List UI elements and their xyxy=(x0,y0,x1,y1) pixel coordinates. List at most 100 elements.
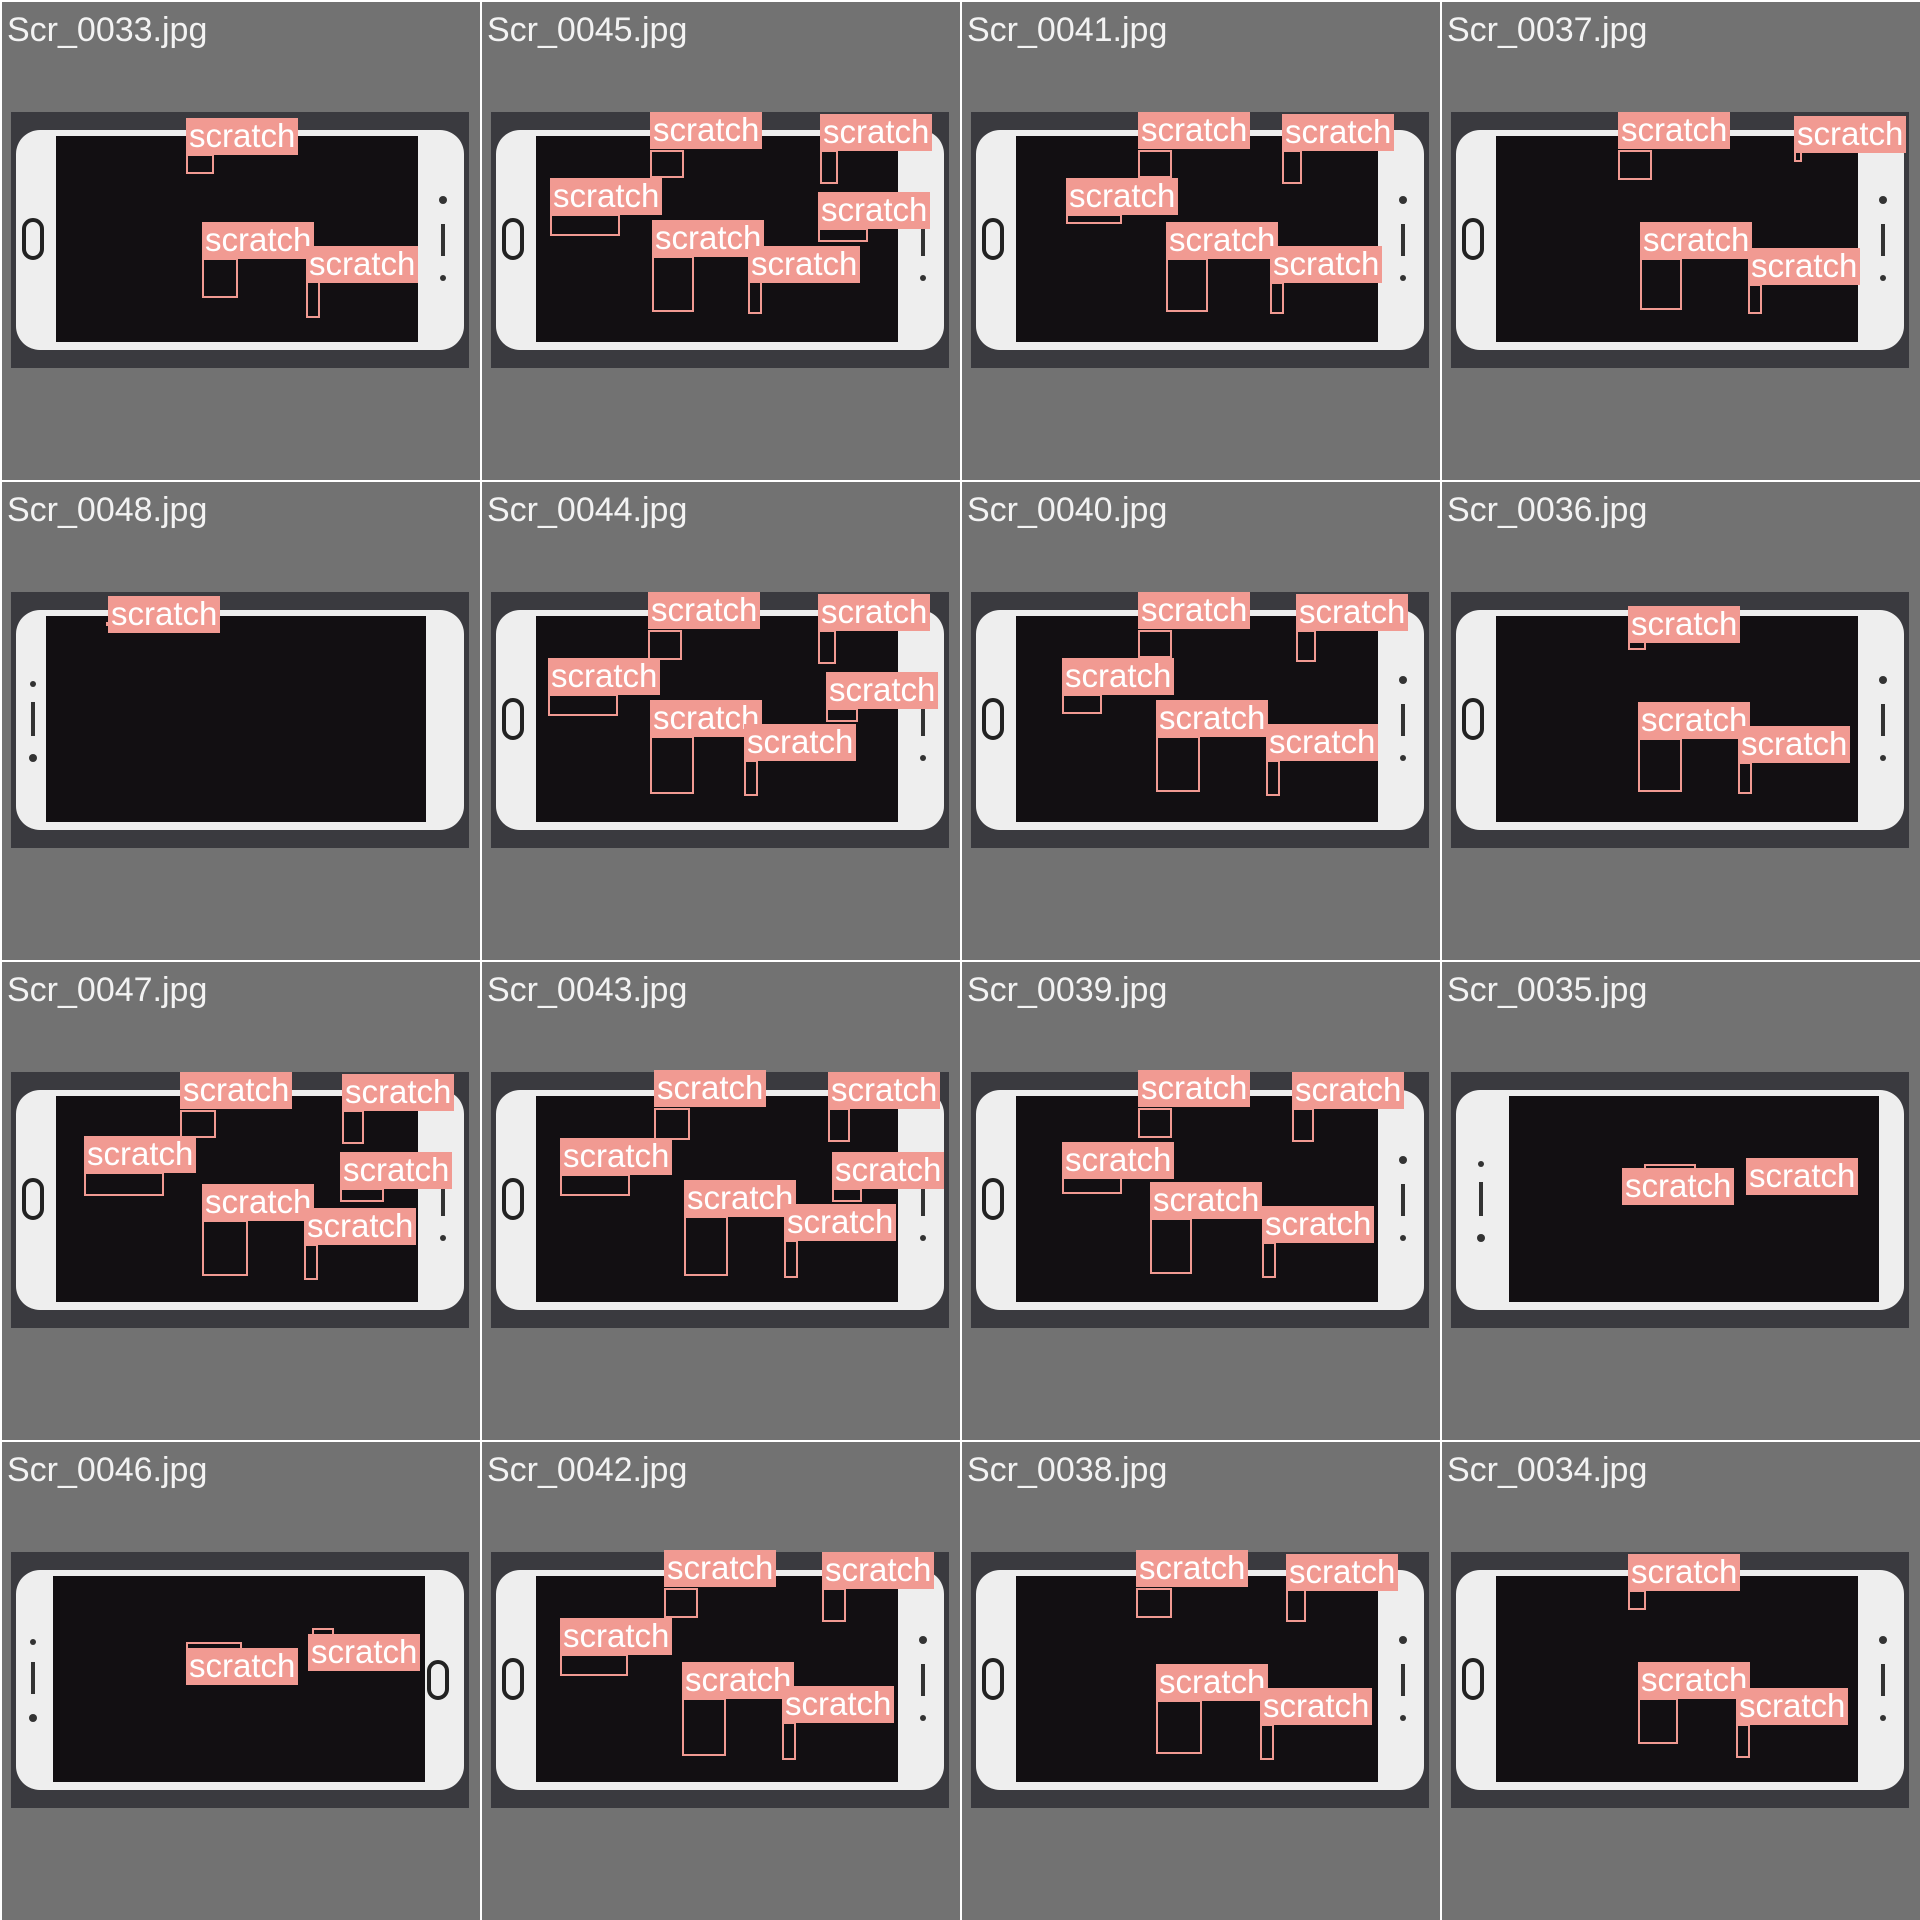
scratch-bounding-box xyxy=(1150,1218,1192,1274)
scratch-label: scratch xyxy=(664,1550,777,1587)
phone-photo xyxy=(1451,1072,1909,1328)
scratch-bounding-box xyxy=(1292,1108,1314,1142)
sensor-dot-icon xyxy=(440,275,446,281)
scratch-bounding-box xyxy=(550,214,620,236)
scratch-label: scratch xyxy=(1066,178,1179,215)
sensor-dot-icon xyxy=(920,1235,926,1241)
image-filename: Scr_0042.jpg xyxy=(487,1451,688,1489)
scratch-bounding-box xyxy=(820,150,838,184)
scratch-bounding-box xyxy=(1738,762,1752,794)
scratch-bounding-box xyxy=(782,1722,796,1760)
scratch-label: scratch xyxy=(548,658,661,695)
image-filename: Scr_0039.jpg xyxy=(967,971,1168,1009)
scratch-bounding-box xyxy=(650,736,694,794)
scratch-label: scratch xyxy=(1136,1550,1249,1587)
scratch-label: scratch xyxy=(1156,700,1269,737)
speaker-slot-icon xyxy=(1479,1182,1483,1216)
camera-dot-icon xyxy=(439,196,447,204)
scratch-label: scratch xyxy=(1262,1206,1375,1243)
phone-screen xyxy=(46,616,426,822)
sensor-dot-icon xyxy=(440,1235,446,1241)
scratch-bounding-box xyxy=(1136,1588,1172,1618)
scratch-bounding-box xyxy=(1262,1242,1276,1278)
scratch-bounding-box xyxy=(748,280,762,314)
camera-dot-icon xyxy=(1399,196,1407,204)
scratch-bounding-box xyxy=(1260,1724,1274,1760)
scratch-label: scratch xyxy=(1794,116,1907,153)
scratch-bounding-box xyxy=(744,760,758,796)
speaker-slot-icon xyxy=(1401,1184,1405,1216)
home-button-icon xyxy=(982,698,1004,740)
speaker-slot-icon xyxy=(1881,224,1885,256)
scratch-bounding-box xyxy=(826,708,858,722)
scratch-bounding-box xyxy=(1638,738,1682,792)
scratch-label: scratch xyxy=(84,1136,197,1173)
scratch-label: scratch xyxy=(1166,222,1279,259)
scratch-label: scratch xyxy=(1628,606,1741,643)
speaker-slot-icon xyxy=(921,224,925,256)
scratch-bounding-box xyxy=(652,256,694,312)
speaker-slot-icon xyxy=(921,704,925,736)
scratch-label: scratch xyxy=(1266,724,1379,761)
speaker-slot-icon xyxy=(921,1664,925,1696)
sensor-dot-icon xyxy=(1478,1161,1484,1167)
camera-dot-icon xyxy=(1477,1234,1485,1242)
scratch-label: scratch xyxy=(684,1180,797,1217)
scratch-label: scratch xyxy=(648,592,761,629)
scratch-bounding-box xyxy=(1138,150,1172,178)
home-button-icon xyxy=(502,698,524,740)
scratch-bounding-box xyxy=(1156,1700,1202,1754)
scratch-bounding-box xyxy=(1618,150,1652,180)
scratch-bounding-box xyxy=(1748,284,1762,314)
scratch-bounding-box xyxy=(202,258,238,298)
speaker-slot-icon xyxy=(31,702,35,736)
home-button-icon xyxy=(22,1178,44,1220)
phone-photo xyxy=(1451,112,1909,368)
scratch-label: scratch xyxy=(1618,112,1731,149)
speaker-slot-icon xyxy=(1401,1664,1405,1696)
home-button-icon xyxy=(1462,1658,1484,1700)
camera-dot-icon xyxy=(1879,1636,1887,1644)
image-filename: Scr_0045.jpg xyxy=(487,11,688,49)
speaker-slot-icon xyxy=(1881,1664,1885,1696)
scratch-label: scratch xyxy=(818,192,931,229)
scratch-label: scratch xyxy=(1748,248,1861,285)
sensor-dot-icon xyxy=(1880,755,1886,761)
scratch-bounding-box xyxy=(832,1188,862,1202)
home-button-icon xyxy=(22,218,44,260)
home-button-icon xyxy=(502,218,524,260)
scratch-label: scratch xyxy=(1746,1158,1859,1195)
sensor-dot-icon xyxy=(1400,755,1406,761)
scratch-bounding-box xyxy=(784,1240,798,1278)
scratch-label: scratch xyxy=(652,220,765,257)
scratch-label: scratch xyxy=(1638,1662,1751,1699)
speaker-slot-icon xyxy=(31,1662,35,1694)
scratch-bounding-box xyxy=(1062,694,1102,714)
camera-dot-icon xyxy=(1879,196,1887,204)
scratch-label: scratch xyxy=(650,700,763,737)
scratch-bounding-box xyxy=(1156,736,1200,792)
scratch-label: scratch xyxy=(822,1552,935,1589)
scratch-bounding-box xyxy=(818,630,836,664)
sensor-dot-icon xyxy=(920,755,926,761)
scratch-label: scratch xyxy=(1138,1070,1251,1107)
image-filename: Scr_0047.jpg xyxy=(7,971,208,1009)
scratch-label: scratch xyxy=(744,724,857,761)
scratch-label: scratch xyxy=(202,222,315,259)
